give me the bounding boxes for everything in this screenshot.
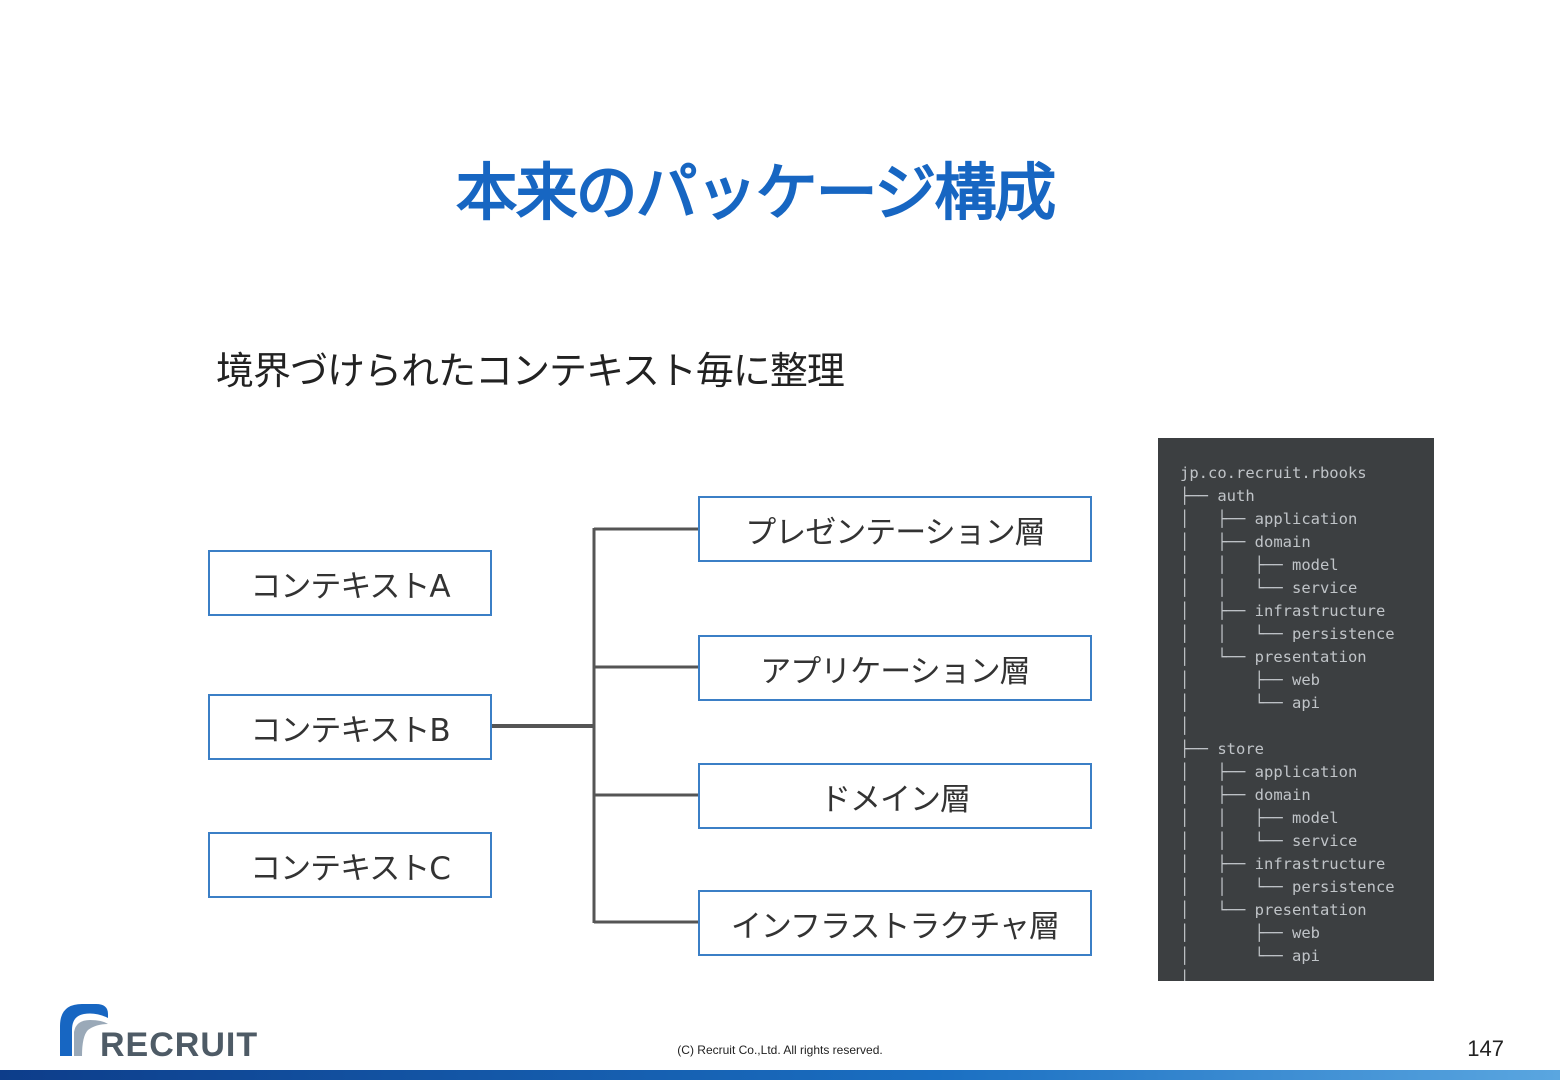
copyright-text: (C) Recruit Co.,Ltd. All rights reserved… [677,1043,883,1057]
package-tree: jp.co.recruit.rbooks ├── auth │ ├── applic… [1158,438,1434,981]
recruit-logo-arc [60,1004,108,1056]
tree-line: │ ├── web [1180,671,1320,689]
tree-line: │ ├── web [1180,924,1320,942]
recruit-logo: RECRUIT [60,1004,258,1060]
bottom-accent-bar [0,1070,1560,1080]
infrastructure-layer-box: インフラストラクチャ層 [698,890,1092,956]
tree-line: │ └── api [1180,694,1320,712]
tree-line: │ │ ├── model [1180,809,1339,827]
tree-line: │ ├── domain [1180,533,1311,551]
tree-line: │ │ ├── model [1180,556,1339,574]
tree-line: │ └── presentation [1180,901,1367,919]
tree-line: ├── auth [1180,487,1255,505]
tree-line: │ └── presentation [1180,648,1367,666]
application-layer-box: アプリケーション層 [698,635,1092,701]
tree-line: │ │ └── service [1180,832,1358,850]
tree-line: jp.co.recruit.rbooks [1180,464,1367,482]
tree-line: │ │ └── persistence [1180,625,1395,643]
recruit-logo-text: RECRUIT [100,1026,258,1060]
tree-line: │ [1180,970,1190,981]
tree-line: ├── store [1180,740,1264,758]
context-b-box: コンテキストB [208,694,492,760]
tree-line: │ │ └── service [1180,579,1358,597]
page-number: 147 [1467,1036,1504,1061]
tree-line: │ └── api [1180,947,1320,965]
tree-line: │ │ └── persistence [1180,878,1395,896]
tree-line: │ ├── infrastructure [1180,602,1386,620]
tree-line: │ ├── domain [1180,786,1311,804]
domain-layer-box: ドメイン層 [698,763,1092,829]
tree-line: │ ├── application [1180,510,1358,528]
slide-title: 本来のパッケージ構成 [455,156,1057,229]
package-tree-panel: jp.co.recruit.rbooks ├── auth │ ├── applic… [1158,438,1434,981]
recruit-logo-swoosh [74,1020,108,1056]
context-c-box: コンテキストC [208,832,492,898]
presentation-layer-box: プレゼンテーション層 [698,496,1092,562]
slide-subtitle: 境界づけられたコンテキスト毎に整理 [216,349,845,393]
context-a-box: コンテキストA [208,550,492,616]
tree-line: │ [1180,717,1190,735]
tree-line: │ ├── infrastructure [1180,855,1386,873]
tree-line: │ ├── application [1180,763,1358,781]
